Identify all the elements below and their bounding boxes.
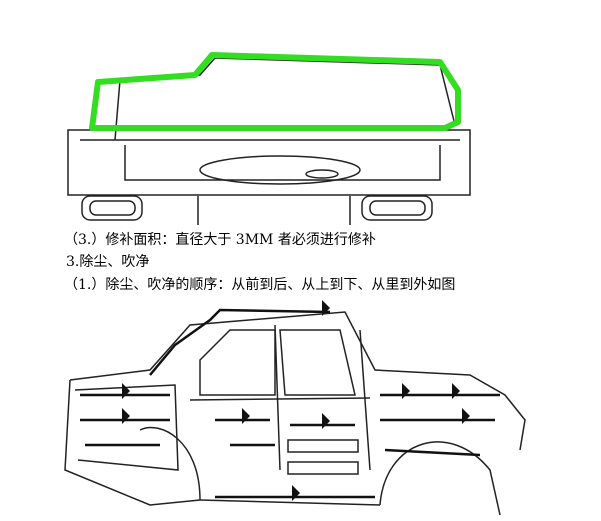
car-rear-illustration	[67, 52, 471, 225]
text-line-3: （1.）除尘、吹净的顺序：从前到后、从上到下、从里到外如图	[64, 277, 456, 293]
text-line-1: （3.）修补面积：直径大于 3MM 者必须进行修补	[64, 232, 376, 248]
text-line-2: 3.除尘、吹净	[66, 254, 150, 270]
highlight-outline	[89, 52, 461, 131]
